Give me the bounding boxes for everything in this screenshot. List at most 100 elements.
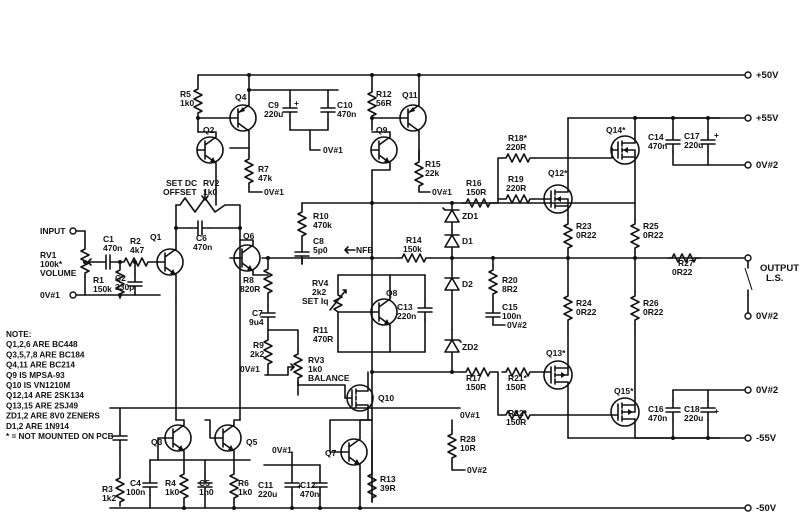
r22-value: 150R <box>506 417 526 427</box>
c7-name: C7 <box>252 308 263 318</box>
r18-resistor <box>501 153 535 163</box>
r5-value: 1k0 <box>180 98 194 108</box>
ground-label-r15: 0V#1 <box>432 187 452 197</box>
rv2-function-1: SET DC <box>166 178 197 188</box>
r3-name: R3 <box>102 484 113 494</box>
r10-value: 470k <box>313 220 332 230</box>
c16-capacitor <box>665 389 681 439</box>
c18-capacitor: + <box>700 389 719 439</box>
c17-value: 220u <box>684 140 703 150</box>
r14-resistor <box>397 253 431 263</box>
r2-name: R2 <box>130 236 141 246</box>
output-terminal <box>744 254 753 320</box>
c10-name: C10 <box>337 100 353 110</box>
svg-text:+: + <box>294 98 299 108</box>
r17-name: R17 <box>466 373 482 383</box>
q5-label: Q5 <box>246 437 258 447</box>
zd2-name: ZD2 <box>462 342 478 352</box>
q2-transistor <box>196 131 250 206</box>
c4-name: C4 <box>130 478 141 488</box>
c11-name: C11 <box>258 480 273 490</box>
r2-value: 4k7 <box>130 245 144 255</box>
r24-name: R24 <box>576 298 592 308</box>
r12-name: R12 <box>376 89 392 99</box>
r19-name: R19 <box>508 174 524 184</box>
r11-name: R11 <box>313 325 328 335</box>
c4-capacitor <box>142 459 158 509</box>
r16-value: 150R <box>466 187 486 197</box>
rv3-function: BALANCE <box>308 373 350 383</box>
r21-name: R21* <box>508 373 528 383</box>
r13-name: R13 <box>380 474 396 484</box>
r25-resistor <box>630 202 640 259</box>
r26-resistor <box>630 257 640 331</box>
c9-capacitor: + <box>282 89 299 131</box>
rv4-value: 2k2 <box>312 287 326 297</box>
rv3-balance-pot <box>264 349 303 396</box>
r14-value: 150k <box>403 244 422 254</box>
rv4-name: RV4 <box>312 278 329 288</box>
c15-name: C15 <box>502 302 518 312</box>
q12-mosfet <box>543 179 573 216</box>
q8-transistor <box>337 274 398 353</box>
r20-name: R20 <box>502 275 518 285</box>
q1-transistor <box>156 204 184 301</box>
rail-label-minus50: -50V <box>756 503 777 514</box>
c1-capacitor <box>97 254 119 270</box>
rail-label-plus55: +55V <box>756 113 779 124</box>
q9-transistor <box>370 131 398 171</box>
r11-value: 470R <box>313 334 333 344</box>
r6-value: 1k0 <box>238 487 252 497</box>
c11-value: 220u <box>258 489 277 499</box>
r4-resistor <box>179 459 189 509</box>
q1-label: Q1 <box>150 232 162 242</box>
c14-value: 470n <box>648 141 667 151</box>
c2-value: 330p <box>115 282 134 292</box>
r28-value: 10R <box>460 443 476 453</box>
c15-capacitor <box>485 304 501 326</box>
note-line: ZD1,2 ARE 8V0 ZENERS <box>6 412 100 421</box>
rv2-function-2: OFFSET <box>163 187 197 197</box>
r28-name: R28 <box>460 434 476 444</box>
r15-name: R15 <box>425 159 441 169</box>
rv2-name: RV2 <box>203 178 220 188</box>
c16-name: C16 <box>648 404 664 414</box>
rv2-value: 1k0 <box>203 187 217 197</box>
c14-capacitor <box>665 117 746 166</box>
c18-value: 220u <box>684 413 703 423</box>
rv3-name: RV3 <box>308 355 325 365</box>
rv1-name: RV1 <box>40 250 57 260</box>
r24-resistor <box>563 257 573 331</box>
d1-name: D1 <box>462 236 473 246</box>
c12-capacitor <box>312 464 328 509</box>
c6-value: 470n <box>193 242 212 252</box>
svg-text:+: + <box>714 406 719 416</box>
r23-value: 0R22 <box>576 230 597 240</box>
q4-label: Q4 <box>235 92 247 102</box>
r6-name: R6 <box>238 478 249 488</box>
c4-value: 100n <box>126 487 145 497</box>
r14-name: R14 <box>406 235 422 245</box>
r12-value: 56R <box>376 98 392 108</box>
r4-name: R4 <box>165 478 176 488</box>
q15-label: Q15* <box>614 386 634 396</box>
q8-label: Q8 <box>386 288 398 298</box>
c3-capacitor <box>112 407 128 471</box>
r7-name: R7 <box>258 164 269 174</box>
q13-mosfet <box>543 329 573 439</box>
r5-resistor <box>193 84 203 133</box>
rv4-function: SET Iq <box>302 296 328 306</box>
c17-capacitor: + <box>700 117 719 166</box>
r27-value: 0R22 <box>672 267 693 277</box>
r18-value: 220R <box>506 142 526 152</box>
q2-label: Q2 <box>203 125 215 135</box>
r21-value: 150R <box>506 382 526 392</box>
q13-label: Q13* <box>546 348 566 358</box>
r20-value: 8R2 <box>502 284 518 294</box>
r16-name: R16 <box>466 178 482 188</box>
c2-name: C2 <box>115 273 126 283</box>
c16-value: 470n <box>648 413 667 423</box>
ground-label-c10: 0V#1 <box>323 145 343 155</box>
c14-name: C14 <box>648 132 664 142</box>
